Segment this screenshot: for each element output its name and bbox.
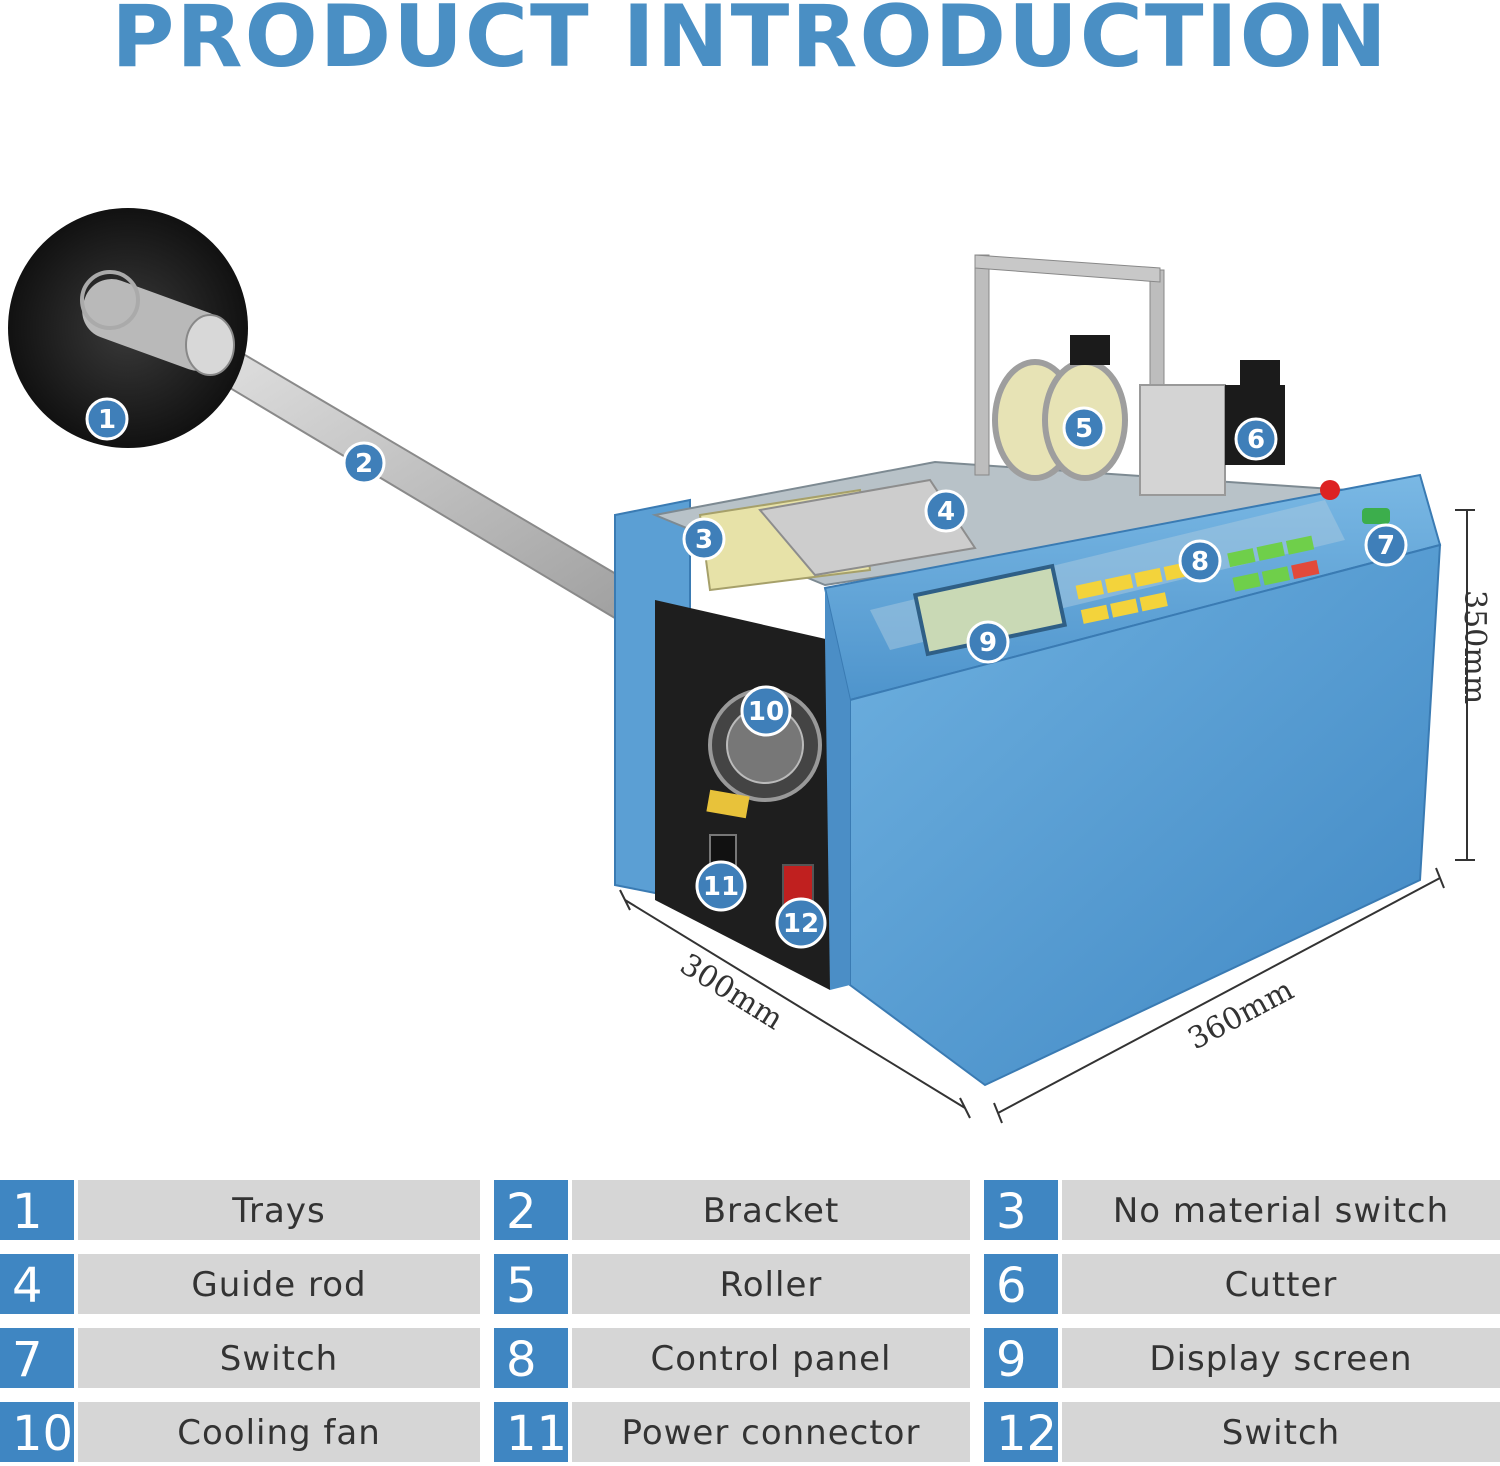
legend-item: 1 Trays: [0, 1180, 480, 1240]
callout-11: 11: [695, 860, 747, 912]
svg-text:5: 5: [1075, 414, 1093, 444]
legend-row: 4 Guide rod 5 Roller 6 Cutter: [0, 1254, 1500, 1314]
legend-label: Cutter: [1062, 1254, 1500, 1314]
legend-label: Power connector: [572, 1402, 970, 1462]
callout-6: 6: [1234, 417, 1278, 461]
legend-item: 2 Bracket: [494, 1180, 970, 1240]
legend-label: Control panel: [572, 1328, 970, 1388]
legend-number: 5: [494, 1254, 568, 1314]
legend-number: 11: [494, 1402, 568, 1462]
callout-5: 5: [1062, 406, 1106, 450]
legend-item: 3 No material switch: [984, 1180, 1500, 1240]
legend-number: 2: [494, 1180, 568, 1240]
legend-number: 10: [0, 1402, 74, 1462]
svg-text:4: 4: [937, 497, 955, 527]
legend-number: 3: [984, 1180, 1058, 1240]
dimension-width: 360mm: [1182, 973, 1299, 1057]
legend-label: Switch: [78, 1328, 480, 1388]
callout-9: 9: [966, 620, 1010, 664]
legend-item: 8 Control panel: [494, 1328, 970, 1388]
callout-8: 8: [1178, 539, 1222, 583]
callout-3: 3: [682, 517, 726, 561]
legend-number: 4: [0, 1254, 74, 1314]
callout-1: 1: [85, 397, 129, 441]
legend-item: 7 Switch: [0, 1328, 480, 1388]
parts-legend: 1 Trays 2 Bracket 3 No material switch 4…: [0, 1180, 1500, 1466]
callout-2: 2: [342, 441, 386, 485]
legend-item: 4 Guide rod: [0, 1254, 480, 1314]
legend-item: 11 Power connector: [494, 1402, 970, 1462]
machine-illustration: 350mm 300mm 360mm 1 2 3 4 5 6 7 8 9 10 1…: [8, 208, 1492, 1124]
legend-label: Cooling fan: [78, 1402, 480, 1462]
legend-item: 10 Cooling fan: [0, 1402, 480, 1462]
legend-row: 1 Trays 2 Bracket 3 No material switch: [0, 1180, 1500, 1240]
legend-item: 5 Roller: [494, 1254, 970, 1314]
legend-number: 9: [984, 1328, 1058, 1388]
svg-text:7: 7: [1377, 531, 1395, 561]
svg-text:12: 12: [783, 909, 819, 939]
page-title: PRODUCT INTRODUCTION: [111, 0, 1389, 87]
legend-row: 7 Switch 8 Control panel 9 Display scree…: [0, 1328, 1500, 1388]
svg-text:1: 1: [98, 405, 116, 435]
svg-text:9: 9: [979, 628, 997, 658]
svg-text:10: 10: [748, 697, 784, 727]
legend-label: Switch: [1062, 1402, 1500, 1462]
dimension-height: 350mm: [1457, 590, 1492, 704]
legend-number: 12: [984, 1402, 1058, 1462]
svg-text:6: 6: [1247, 425, 1265, 455]
legend-label: Guide rod: [78, 1254, 480, 1314]
legend-number: 6: [984, 1254, 1058, 1314]
svg-text:3: 3: [695, 525, 713, 555]
legend-label: Bracket: [572, 1180, 970, 1240]
bracket-arm: [197, 350, 661, 647]
legend-item: 12 Switch: [984, 1402, 1500, 1462]
svg-text:11: 11: [703, 872, 739, 902]
legend-row: 10 Cooling fan 11 Power connector 12 Swi…: [0, 1402, 1500, 1462]
legend-number: 1: [0, 1180, 74, 1240]
legend-item: 6 Cutter: [984, 1254, 1500, 1314]
svg-text:2: 2: [355, 449, 373, 479]
roller-assembly: [974, 254, 1285, 496]
callout-4: 4: [924, 489, 968, 533]
legend-label: Roller: [572, 1254, 970, 1314]
legend-label: Trays: [78, 1180, 480, 1240]
legend-number: 8: [494, 1328, 568, 1388]
legend-label: Display screen: [1062, 1328, 1500, 1388]
legend-number: 7: [0, 1328, 74, 1388]
callout-10: 10: [740, 685, 792, 737]
callout-7: 7: [1364, 523, 1408, 567]
callout-12: 12: [775, 897, 827, 949]
legend-label: No material switch: [1062, 1180, 1500, 1240]
dimension-depth: 300mm: [674, 947, 789, 1037]
legend-item: 9 Display screen: [984, 1328, 1500, 1388]
svg-text:8: 8: [1191, 547, 1209, 577]
